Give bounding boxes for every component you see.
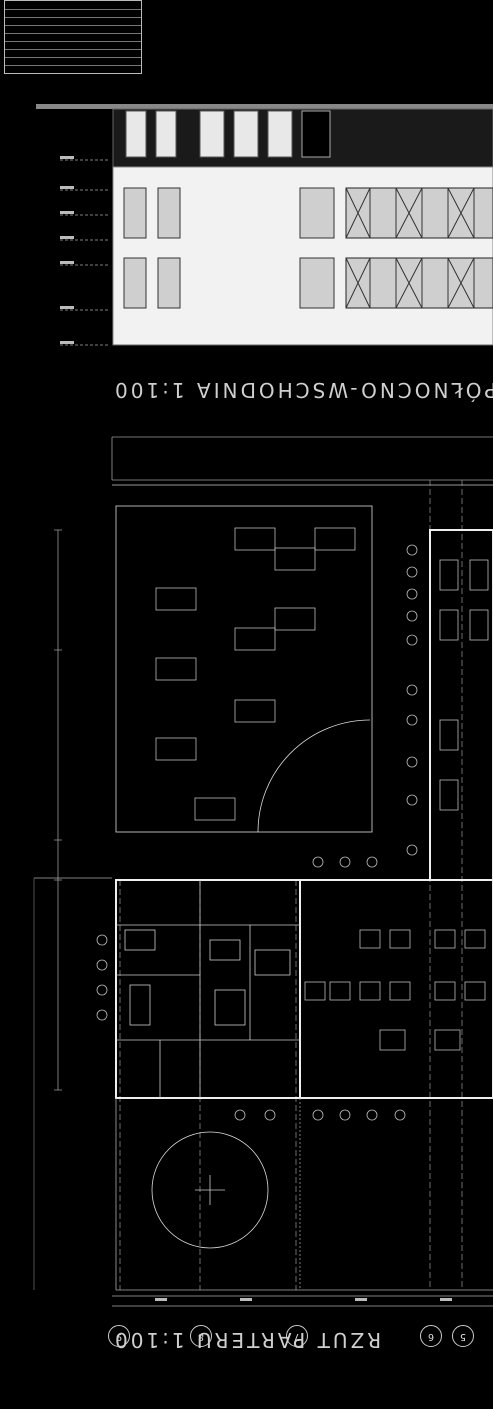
round-feature: [151, 1131, 269, 1249]
kitchen-block: [115, 879, 301, 1099]
window: [157, 257, 181, 309]
upper-window: [125, 110, 147, 158]
axis-tag: 7: [286, 1325, 308, 1347]
upper-window: [267, 110, 293, 158]
window: [123, 187, 147, 239]
upper-opening: [301, 110, 331, 158]
window: [123, 257, 147, 309]
axis-tag: 5: [452, 1325, 474, 1347]
window: [299, 257, 335, 309]
floor-plan: [33, 436, 493, 1307]
terrace: [115, 505, 373, 833]
dining-room: [299, 879, 493, 1099]
upper-window: [199, 110, 225, 158]
upper-window: [233, 110, 259, 158]
curtain-wall-upper: [345, 187, 493, 239]
elevation-view: [36, 104, 493, 346]
plan-title: RZUT PARTERU 1:100: [112, 1328, 382, 1352]
roof-edge: [36, 104, 493, 109]
window: [157, 187, 181, 239]
upper-window: [155, 110, 177, 158]
east-wing: [429, 529, 493, 881]
title-block-stamp: [4, 0, 142, 74]
window: [299, 187, 335, 239]
curtain-wall-lower: [345, 257, 493, 309]
axis-tag: 6: [420, 1325, 442, 1347]
axis-tag: 8: [190, 1325, 212, 1347]
elevation-title: PÓŁNOCNO-WSCHODNIA 1:100: [112, 378, 493, 402]
axis-tag: 9: [108, 1325, 130, 1347]
